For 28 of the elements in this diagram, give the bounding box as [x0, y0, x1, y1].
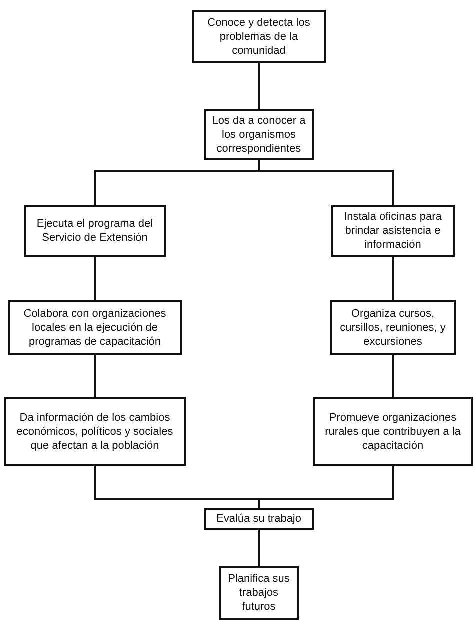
- process-box: [331, 205, 455, 257]
- connector-line: [258, 530, 260, 566]
- step-text: Evalúa su trabajo: [216, 512, 302, 526]
- connector-line: [258, 160, 394, 205]
- process-box: [219, 566, 299, 620]
- step-text: Conoce y detecta los problemas de la comunidad: [206, 16, 312, 58]
- connector-line: [392, 257, 394, 300]
- process-box: [204, 109, 314, 160]
- process-box: [4, 397, 186, 466]
- step-text: Planifica sus trabajos futuros: [227, 572, 291, 614]
- process-box: [24, 205, 166, 257]
- process-box: [313, 397, 473, 466]
- process-box: [192, 10, 326, 63]
- process-box: [8, 300, 182, 355]
- connector-line: [392, 355, 394, 397]
- step-text: Ejecuta el programa del Servicio de Extensión: [36, 217, 154, 245]
- process-box: [204, 508, 314, 530]
- step-text: Colabora con organizaciones locales en la ejecución de programas de capacitación: [22, 306, 168, 348]
- connector-line: [94, 257, 96, 300]
- step-text: Da información de los cambios económicos, políticos y sociales que afectan a la población: [16, 410, 174, 452]
- connector-line: [94, 355, 96, 397]
- step-text: Promueve organizaciones rurales que contribuyen a la capacitación: [324, 410, 462, 452]
- connector-line: [258, 63, 260, 109]
- process-box: [330, 300, 456, 355]
- step-text: Organiza cursos, cursillos, reuniones, y excursiones: [339, 306, 447, 348]
- step-text: Instala oficinas para brindar asistencia e información: [343, 210, 443, 252]
- connector-line: [258, 466, 394, 508]
- step-text: Los da a conocer a los organismos correspondientes: [211, 114, 307, 156]
